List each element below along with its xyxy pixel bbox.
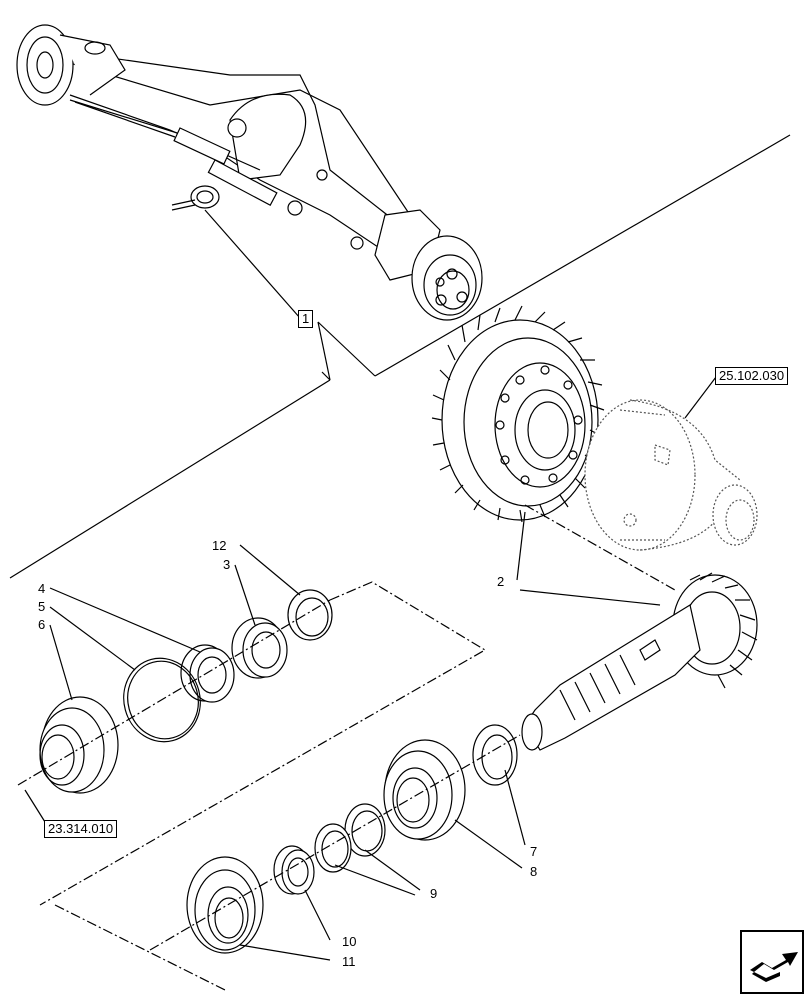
callout-6: 6 — [38, 617, 46, 632]
forward-nav-button[interactable] — [740, 930, 804, 994]
callout-12: 12 — [212, 538, 227, 553]
callout-10: 10 — [342, 934, 357, 949]
spacer-9b — [314, 823, 352, 873]
callout-2: 2 — [497, 574, 505, 589]
differential-housing-phantom — [584, 399, 758, 551]
callout-8: 8 — [530, 864, 538, 879]
callout-11: 11 — [342, 954, 356, 969]
nut-3 — [231, 617, 288, 679]
callout-5: 5 — [38, 599, 46, 614]
ring-gear-illustration — [431, 305, 605, 523]
washer-12 — [287, 589, 333, 641]
bearing-4 — [180, 644, 235, 703]
bearing-8 — [383, 739, 466, 841]
callout-3: 3 — [223, 557, 231, 572]
separator-line-upper — [374, 134, 791, 377]
callout-7: 7 — [530, 844, 538, 859]
reference-differential-link[interactable]: 25.102.030 — [715, 367, 789, 385]
forward-arrow-icon — [750, 952, 798, 982]
callout-4: 4 — [38, 581, 46, 596]
separator-line-lower — [9, 379, 331, 579]
callout-9: 9 — [430, 886, 438, 901]
pinion-shaft-illustration — [521, 572, 758, 751]
nut-10 — [273, 845, 315, 895]
o-ring-5 — [123, 657, 201, 743]
axle-assembly-illustration — [16, 24, 483, 321]
callout-1: 1 — [298, 310, 314, 328]
bearing-11 — [186, 856, 264, 954]
bearing-cup-6 — [39, 696, 119, 794]
reference-hub-link[interactable]: 23.314.010 — [44, 820, 118, 838]
shim-7 — [472, 724, 518, 786]
